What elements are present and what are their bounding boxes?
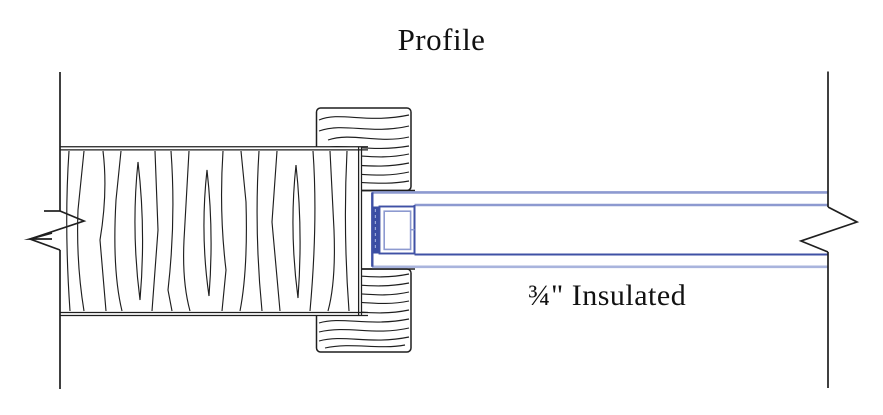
spacer-seal: [372, 206, 380, 254]
glazing-slot-lines: [361, 189, 415, 270]
spacer-inner-box: [383, 210, 412, 251]
page-title: Profile: [397, 22, 486, 57]
glass-unit: [371, 191, 828, 269]
glass-spacer: [372, 205, 416, 255]
glass-pane-lines: [371, 191, 828, 269]
left-break-line: [23, 72, 87, 389]
wood-panel: [58, 146, 368, 317]
wood-panel-edges: [60, 146, 368, 317]
wood-panel-grain: [66, 150, 350, 312]
right-break-line: [798, 71, 860, 388]
glass-label: ¾" Insulated: [528, 279, 687, 312]
